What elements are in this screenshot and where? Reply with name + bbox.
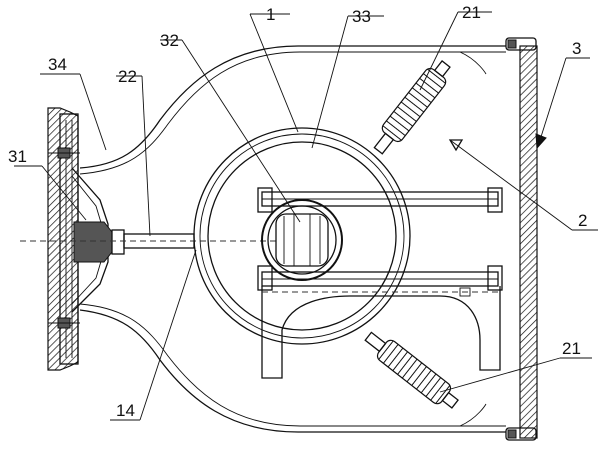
centre-bushing	[261, 199, 343, 281]
leader-lines	[14, 11, 598, 421]
spring-lower	[364, 331, 459, 409]
label-22: 22	[118, 67, 137, 86]
label-21-bottom: 21	[562, 339, 581, 358]
label-31: 31	[8, 147, 27, 166]
frame	[257, 187, 503, 379]
part-labels: 1 33 32 21 3 34 22 31 2 21 14	[8, 3, 587, 420]
right-plate	[505, 37, 538, 441]
label-1: 1	[266, 5, 275, 24]
spring-upper	[373, 60, 451, 155]
label-3: 3	[572, 39, 581, 58]
left-flange	[47, 107, 125, 371]
housing-outline	[79, 45, 506, 433]
label-32: 32	[160, 31, 179, 50]
label-33: 33	[352, 7, 371, 26]
label-21-top: 21	[462, 3, 481, 22]
label-34: 34	[48, 55, 67, 74]
ring-assembly	[193, 127, 411, 345]
label-14: 14	[116, 401, 135, 420]
label-2: 2	[578, 211, 587, 230]
